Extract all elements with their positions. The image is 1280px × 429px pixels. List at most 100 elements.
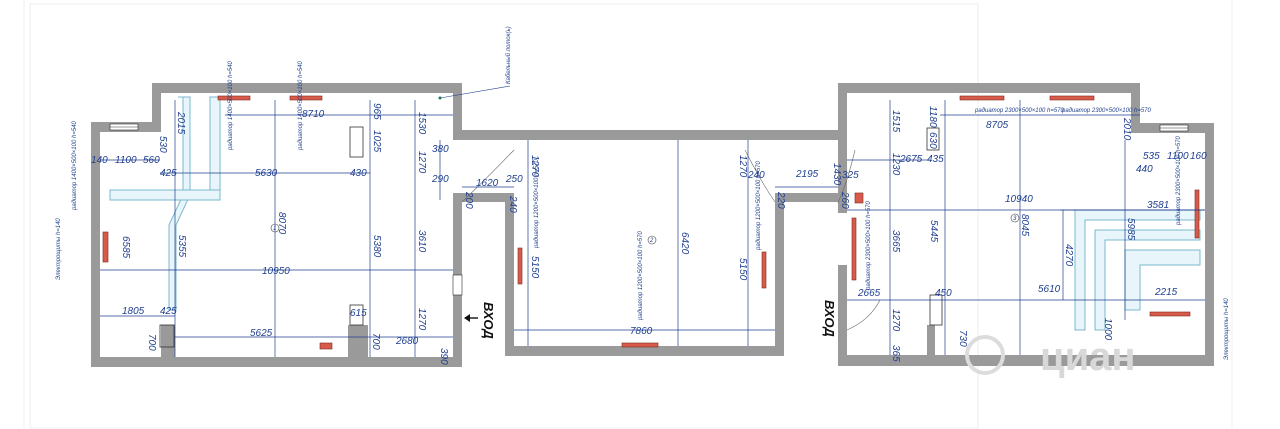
radiator-7 [959, 95, 1005, 101]
dim-700a: 700 [146, 334, 157, 351]
dim-2675: 2675 [899, 154, 923, 165]
dim-2665: 2665 [857, 288, 881, 299]
radiator-5 [761, 251, 767, 289]
radiator-12 [319, 342, 333, 350]
radiator-4 [517, 247, 523, 285]
dim-1100: 1100 [115, 155, 137, 166]
radiator-note-4: радиатор 1200×500×100 h=570 [638, 231, 644, 321]
dim-1530: 1530 [416, 112, 427, 135]
dim-425a: 425 [160, 168, 177, 179]
cable-channel-leader [439, 85, 511, 99]
dim-440: 440 [1136, 164, 1153, 175]
dim-8705: 8705 [986, 120, 1009, 131]
dim-530: 530 [157, 136, 168, 153]
radiator-10 [1194, 189, 1200, 239]
cian-watermark-logo [965, 335, 1005, 375]
dim-535: 535 [1143, 151, 1160, 162]
dim-1000: 1000 [1102, 318, 1113, 341]
radiator-6 [621, 342, 659, 348]
dim-3665: 3665 [890, 230, 901, 253]
dim-4270: 4270 [1063, 244, 1074, 267]
dim-700b: 700 [370, 333, 381, 350]
radiator-11 [1149, 311, 1191, 317]
radiator-note-9: радиатор 2300×500×100 h=570 [1176, 136, 1182, 226]
cable-channel-marker [438, 96, 442, 100]
dim-2680: 2680 [395, 336, 419, 347]
dim-630: 630 [927, 132, 938, 149]
dim-10950: 10950 [262, 266, 290, 277]
radiator-2 [289, 95, 323, 101]
dim-140: 140 [91, 155, 108, 166]
dim-1270b: 1270 [416, 308, 427, 331]
electric-left-label: Электрощиты h=140 [56, 218, 62, 280]
entrance-arrow [464, 314, 478, 322]
dim-560: 560 [143, 155, 160, 166]
columns [159, 126, 943, 348]
electric-right-label: Электрощиты h=140 [1224, 298, 1230, 360]
walls [91, 83, 1214, 367]
radiator-3 [102, 231, 109, 263]
room-2-marker [647, 235, 657, 245]
dim-425b: 425 [160, 306, 177, 317]
radiator-note-2: радиатор 1400×500×100 h=540 [298, 61, 304, 151]
cian-watermark: циан [1040, 335, 1136, 379]
dim-965: 965 [371, 103, 382, 120]
dim-435: 435 [927, 154, 944, 165]
dim-2015: 2015 [175, 111, 186, 135]
dim-8710: 8710 [302, 109, 325, 120]
dim-325: 325 [842, 170, 859, 181]
dim-5630: 5630 [255, 168, 278, 179]
dim-240a: 240 [507, 195, 518, 213]
dimension-lines [100, 100, 1205, 357]
dim-390: 390 [438, 348, 449, 365]
dim-6585: 6585 [120, 236, 131, 259]
dim-240b: 240 [747, 170, 765, 181]
entrance-label-left: ВХОД [481, 302, 496, 339]
radiator-note-3: радиатор 1200×500×100 h=570 [534, 159, 540, 249]
dim-8070: 8070 [276, 212, 287, 235]
dim-5625: 5625 [250, 328, 273, 339]
radiator-note-10: радиатор 1400×500×100 h=540 [72, 121, 78, 211]
room-3-number: 3 [1013, 216, 1017, 222]
room-2-number: 2 [649, 238, 654, 244]
dim-290: 290 [431, 174, 449, 185]
cable-channel-label: Кабельный лоток(ь) [505, 26, 512, 84]
dim-2215: 2215 [1154, 287, 1178, 298]
radiator-9 [851, 217, 857, 281]
dim-1230: 1230 [890, 153, 901, 176]
radiators [102, 95, 1200, 350]
dim-160: 160 [1190, 151, 1207, 162]
dim-1100b: 1100 [1167, 151, 1189, 162]
dim-2195: 2195 [795, 169, 819, 180]
dim-5355: 5355 [176, 235, 187, 258]
room-1-number: 1 [273, 226, 276, 232]
radiator-1 [217, 95, 251, 101]
radiator-13 [854, 192, 864, 204]
dim-3581: 3581 [1147, 200, 1169, 211]
dim-5150a: 5150 [529, 256, 540, 279]
dim-1515: 1515 [890, 110, 901, 133]
windows [109, 123, 1189, 296]
dim-220: 220 [775, 191, 786, 209]
dim-6420: 6420 [679, 232, 690, 255]
dim-200a: 200 [463, 191, 474, 209]
dim-1270a: 1270 [416, 151, 427, 174]
dim-1270c: 1270 [529, 155, 540, 178]
radiator-note-8: радиатор 2300×500×100 h=570 [866, 201, 872, 291]
dim-380: 380 [432, 144, 449, 155]
dim-450: 450 [935, 288, 952, 299]
radiator-8 [1049, 95, 1095, 101]
dim-5150b: 5150 [737, 258, 748, 281]
room-1-marker [270, 223, 280, 233]
dim-1180: 1180 [927, 106, 938, 128]
dim-5380: 5380 [371, 235, 382, 258]
dim-1270e: 1270 [890, 309, 901, 332]
radiator-note-5: радиатор 1200×500×100 h=570 [756, 161, 762, 251]
dim-3610: 3610 [416, 230, 427, 253]
dim-10940: 10940 [1005, 194, 1033, 205]
dim-615: 615 [350, 308, 367, 319]
dim-8045: 8045 [1019, 214, 1030, 237]
dim-1270d: 1270 [737, 155, 748, 178]
dim-430: 430 [350, 168, 367, 179]
